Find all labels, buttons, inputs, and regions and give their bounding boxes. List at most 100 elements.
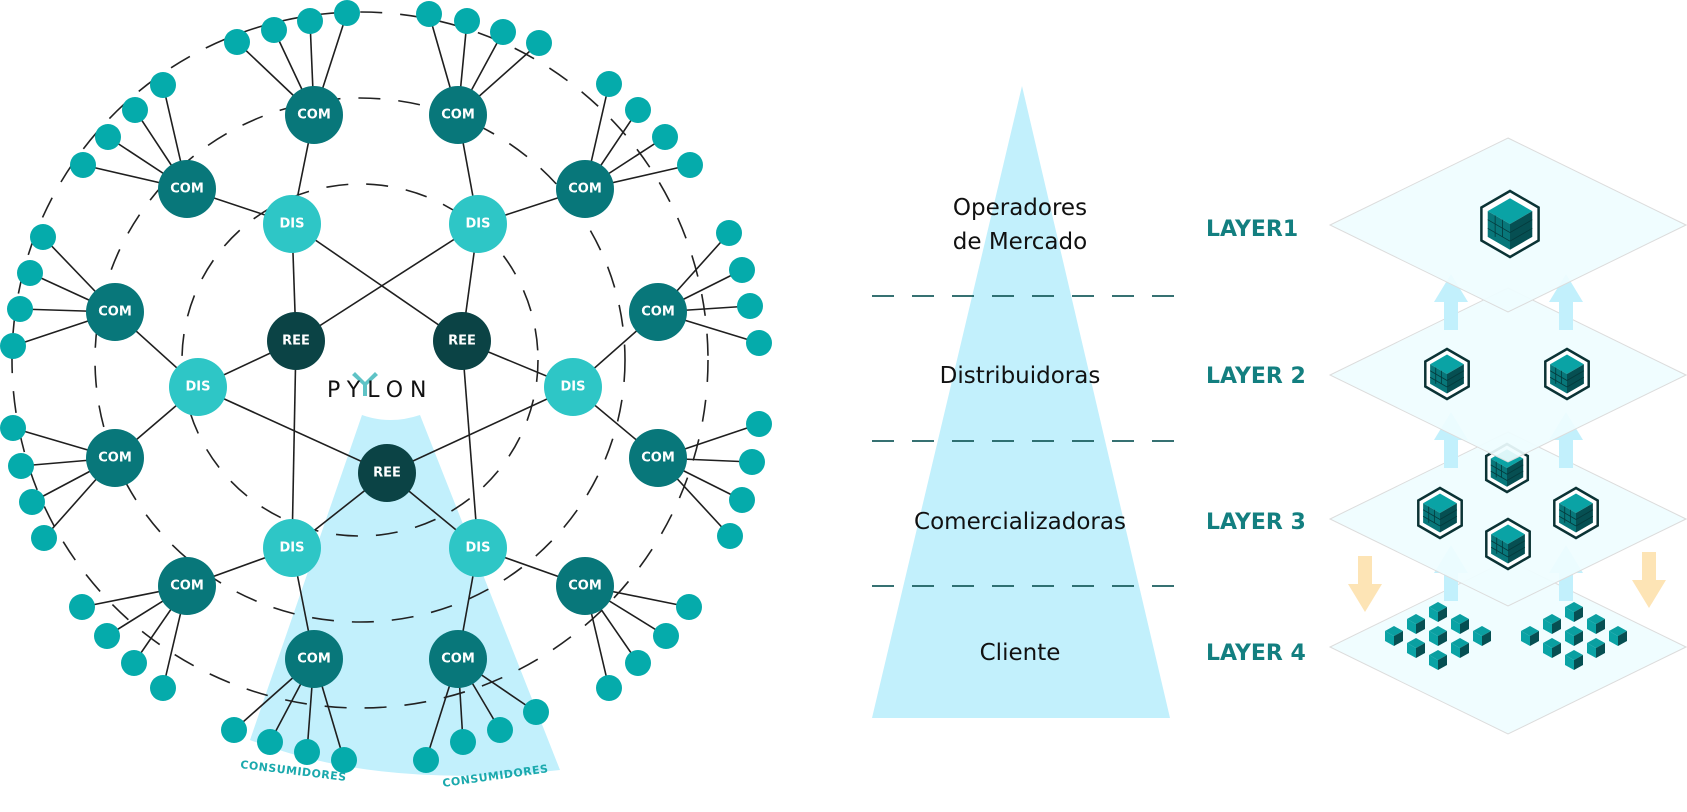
com-node-circle: [556, 557, 614, 615]
cube-left: [1587, 643, 1596, 658]
client-cube: [1587, 614, 1605, 634]
dis-node-label: DIS: [280, 217, 305, 232]
com-node-label: COM: [297, 108, 331, 123]
com-cube-node: [1417, 486, 1463, 540]
cube-grid: [1446, 376, 1465, 388]
tier-dividers: [860, 295, 1185, 587]
consumer-node: [221, 717, 247, 743]
edge-ree2-dis6: [461, 340, 479, 549]
com-node: COM: [158, 557, 216, 615]
cube-grid: [1509, 219, 1533, 233]
consumer-node: [297, 8, 323, 34]
cube-left: [1487, 211, 1510, 250]
dis-cube-node: [1544, 347, 1590, 401]
cube-right: [1447, 364, 1464, 394]
consumer-node: [224, 29, 250, 55]
com-node: COM: [429, 86, 487, 144]
cube-grid: [1439, 509, 1458, 520]
consumer-node: [729, 257, 755, 283]
cube-grid: [1549, 370, 1568, 381]
com-node: COM: [285, 630, 343, 688]
dis-node-circle: [263, 519, 321, 577]
market-operator-cube-node: [1480, 189, 1540, 259]
cube-right: [1530, 631, 1539, 646]
com-node: COM: [86, 429, 144, 487]
dashed-ring-3: [11, 11, 709, 709]
cube-grid: [1509, 227, 1533, 242]
cube-right: [1618, 631, 1627, 646]
cube-right: [1416, 643, 1425, 658]
cube-right: [1440, 503, 1457, 533]
client-cube: [1565, 602, 1583, 622]
ree-node: REE: [433, 312, 491, 370]
cube-left: [1407, 643, 1416, 658]
cube-left: [1490, 458, 1507, 487]
consumer-node: [746, 330, 772, 356]
dis-node: DIS: [169, 358, 227, 416]
layer-label-1: LAYER1: [1206, 217, 1298, 242]
client-cube: [1429, 650, 1447, 670]
dis-node-circle: [449, 195, 507, 253]
dis-node: DIS: [263, 519, 321, 577]
cube-right: [1596, 643, 1605, 658]
com-node-label: COM: [297, 652, 331, 667]
com-node-circle: [629, 429, 687, 487]
cube-grid: [1566, 376, 1585, 388]
client-cube: [1429, 626, 1447, 646]
consumer-node: [677, 152, 703, 178]
cube-grid: [1429, 376, 1448, 388]
consumer-node: [717, 523, 743, 549]
ree-node: REE: [267, 312, 325, 370]
cube-right: [1552, 619, 1561, 634]
consumer-node: [625, 650, 651, 676]
cube-grid: [1558, 515, 1577, 527]
edge-ree2-dis1: [291, 223, 463, 342]
layer-label-3: LAYER 3: [1206, 510, 1306, 535]
cube-left: [1429, 655, 1438, 670]
cube-grid: [1439, 515, 1458, 527]
consumer-node: [331, 747, 357, 773]
com-node-label: COM: [568, 579, 602, 594]
com-node-label: COM: [441, 652, 475, 667]
consumer-node: [676, 594, 702, 620]
cube-grid: [1422, 509, 1441, 520]
cube-right: [1438, 607, 1447, 622]
cube-right: [1574, 607, 1583, 622]
ree-node-circle: [358, 444, 416, 502]
cube-right: [1438, 655, 1447, 670]
dis-node: DIS: [263, 195, 321, 253]
dis-node-label: DIS: [466, 217, 491, 232]
com-node-label: COM: [170, 182, 204, 197]
client-cube: [1451, 638, 1469, 658]
ree-node-label: REE: [448, 334, 476, 349]
ree-node-label: REE: [282, 334, 310, 349]
cube-right: [1574, 631, 1583, 646]
client-cube: [1407, 614, 1425, 634]
tier-label-4: Cliente: [980, 640, 1061, 666]
cube-left: [1543, 643, 1552, 658]
layer-stack: [1328, 137, 1687, 735]
client-cube: [1587, 638, 1605, 658]
layer-label-2: LAYER 2: [1206, 364, 1306, 389]
dis-node-circle: [544, 358, 602, 416]
cube-grid: [1490, 540, 1509, 551]
consumer-node: [7, 296, 33, 322]
com-node-label: COM: [641, 305, 675, 320]
tier-label-1: Operadores: [953, 195, 1087, 221]
consumer-node: [95, 124, 121, 150]
consumer-node: [31, 525, 57, 551]
com-cube-node: [1553, 486, 1599, 540]
cube-right: [1567, 364, 1584, 394]
client-cube: [1429, 602, 1447, 622]
cube-grid: [1575, 515, 1594, 527]
dis-node-label: DIS: [561, 380, 586, 395]
cube-left: [1451, 619, 1460, 634]
dis-node: DIS: [544, 358, 602, 416]
edge-ree1-dis5: [291, 340, 297, 549]
com-node-circle: [86, 429, 144, 487]
consumer-node: [334, 0, 360, 26]
com-node: COM: [285, 86, 343, 144]
